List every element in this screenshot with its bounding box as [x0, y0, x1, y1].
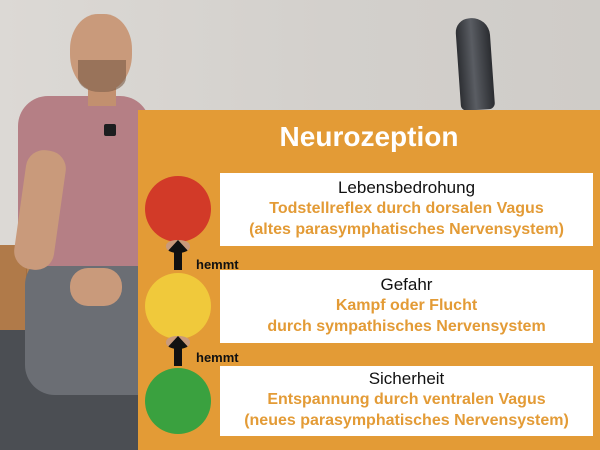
level-heading: Lebensbedrohung	[337, 178, 476, 197]
level-box-safety: Sicherheit Entspannung durch ventralen V…	[220, 366, 593, 436]
level-line: Todstellreflex durch dorsalen Vagus	[269, 200, 544, 217]
inhibit-label-bottom: hemmt	[196, 350, 239, 365]
level-box-danger: Gefahr Kampf oder Flucht durch sympathis…	[220, 270, 593, 343]
level-heading: Sicherheit	[368, 369, 445, 388]
presenter-hands	[70, 268, 122, 306]
level-line: durch sympathisches Nervensystem	[267, 318, 546, 335]
traffic-light-green	[145, 368, 211, 434]
traffic-light-yellow	[145, 273, 211, 339]
arrow-up-icon	[166, 336, 190, 366]
presenter	[0, 0, 150, 450]
geode-decoration	[454, 16, 496, 112]
level-line: (altes parasymphatisches Nervensystem)	[249, 221, 564, 238]
inhibit-label-top: hemmt	[196, 257, 239, 272]
level-line: Entspannung durch ventralen Vagus	[267, 391, 546, 408]
traffic-light-red	[145, 176, 211, 242]
level-heading: Gefahr	[380, 275, 433, 294]
level-line: Kampf oder Flucht	[335, 297, 478, 314]
presenter-beard	[78, 60, 126, 92]
level-line: (neues parasymphatisches Nervensystem)	[244, 412, 569, 429]
lapel-microphone	[104, 124, 116, 136]
level-box-life-threat: Lebensbedrohung Todstellreflex durch dor…	[220, 173, 593, 246]
panel-title: Neurozeption	[279, 121, 459, 152]
neuroception-panel: Neurozeption hemmt hemmt Lebensbedrohung…	[138, 110, 600, 450]
arrow-up-icon	[166, 240, 190, 270]
